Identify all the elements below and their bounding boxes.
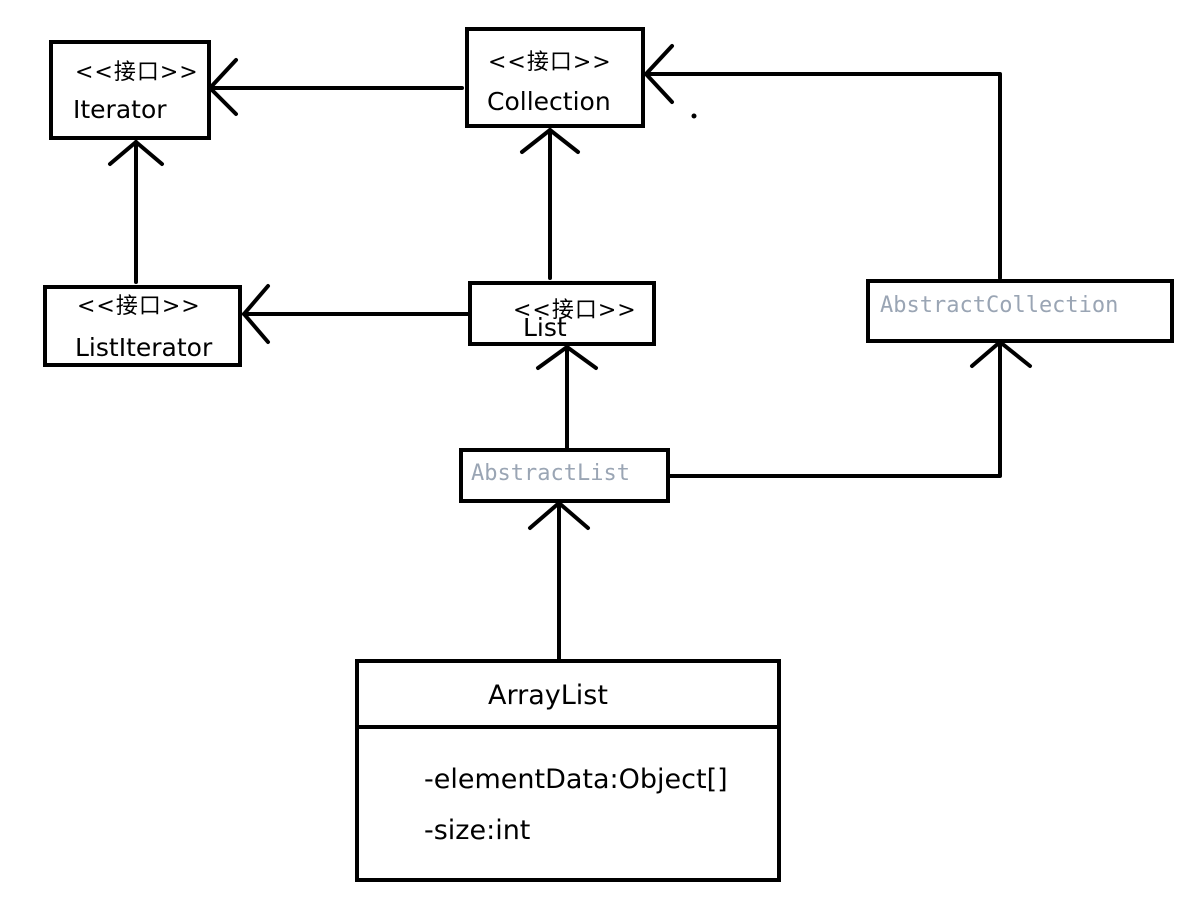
arrowhead-abstractlist-bottom [528,501,590,530]
arrowhead-listiterator-right [242,284,270,344]
collection-name: Collection [487,87,611,116]
collection-class [465,27,645,128]
stray-dot [691,113,697,119]
arraylist-class [355,659,781,882]
iterator-class [49,40,211,140]
abstractcollection-class [866,279,1174,343]
arrowhead-abstractcollection-bottom [970,340,1032,368]
list-name: List [523,313,567,342]
listiterator-class [43,285,242,367]
abstractcollection-name: AbstractCollection [880,293,1119,318]
abstractlist-class [459,448,670,503]
listiterator-name: ListIterator [75,333,213,362]
collection-stereotype: <<接口>> [488,50,612,75]
edge-abstractlist-to-abstractcollection [666,340,1002,478]
iterator-name: Iterator [73,95,167,124]
arrowhead-list-bottom [536,345,598,370]
arraylist-divider [359,725,777,729]
arraylist-name: ArrayList [488,680,608,711]
abstractlist-name: AbstractList [471,461,630,486]
arrowhead-iterator-bottom [108,140,164,166]
arraylist-attribute: -elementData:Object[] [424,764,728,795]
list-stereotype: <<接口>> [513,298,637,323]
arraylist-attribute: -size:int [424,815,531,846]
edge-abstractcollection-to-collection [644,72,1002,280]
list-class [468,281,656,346]
listiterator-stereotype: <<接口>> [77,294,201,319]
iterator-stereotype: <<接口>> [75,60,199,85]
arrowhead-iterator-right [208,58,238,116]
arrowhead-collection-right [644,44,674,104]
arrowhead-collection-bottom [520,128,580,154]
